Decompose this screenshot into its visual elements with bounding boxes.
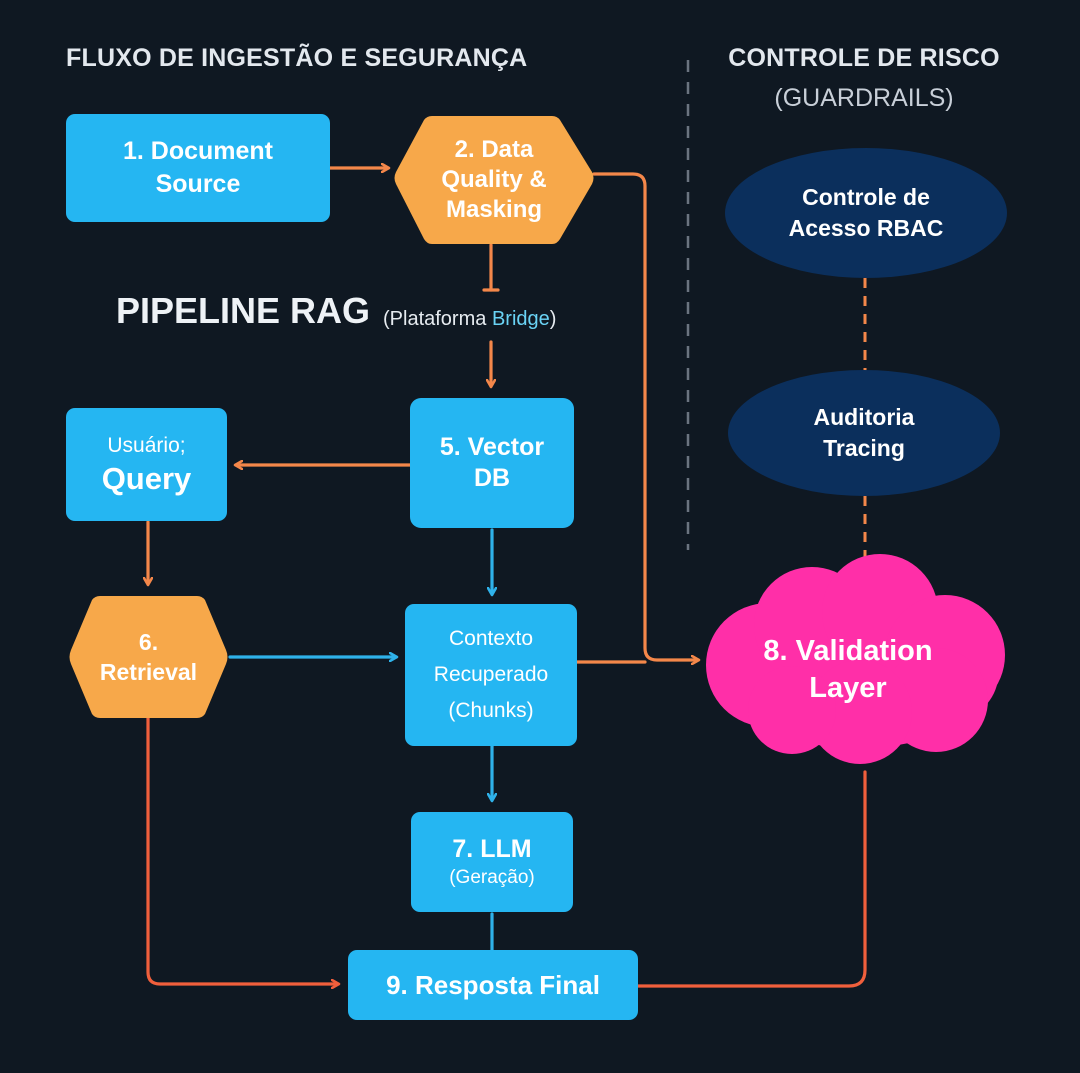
audit-node [728, 370, 1000, 496]
platform-suffix: ) [549, 308, 557, 330]
validation-label: 8. Validation Layer [718, 610, 978, 730]
data-quality-line1: 2. Data [454, 136, 534, 163]
user-query-line2: Query [101, 460, 192, 496]
final-answer-line1: 9. Resposta Final [386, 969, 600, 1000]
document-source-line1: 1. Document [122, 137, 274, 165]
context-line3: (Chunks) [448, 699, 534, 722]
rbac-line1: Controle de [802, 184, 930, 210]
validation-line2: Layer [809, 672, 887, 704]
vector-db-node [410, 398, 574, 528]
vector-db-line2: DB [473, 464, 511, 492]
data-quality-label: 2. Data Quality & Masking [393, 116, 595, 244]
document-source-label: 1. Document Source [66, 114, 330, 222]
validation-line1: 8. Validation [763, 635, 933, 667]
llm-line2: (Geração) [449, 867, 535, 888]
risk-section-subtitle: (GUARDRAILS) [774, 84, 954, 112]
llm-line1: 7. LLM [452, 835, 532, 863]
retrieval-line2: Retrieval [99, 659, 198, 685]
data-quality-line3: Masking [445, 196, 543, 223]
line-validation-to-answer [636, 770, 867, 988]
user-query-line1: Usuário; [107, 433, 186, 457]
final-answer-node [348, 950, 638, 1020]
document-source-node [66, 114, 330, 222]
llm-node [411, 812, 573, 912]
platform-prefix: (Plataforma [383, 308, 492, 330]
rbac-label: Controle de Acesso RBAC [725, 148, 1007, 278]
context-node [405, 604, 577, 746]
final-answer-label: 9. Resposta Final [348, 950, 638, 1020]
context-line2: Recuperado [433, 663, 549, 686]
context-line1: Contexto [448, 627, 534, 650]
audit-label: Auditoria Tracing [728, 370, 1000, 496]
audit-line2: Tracing [823, 435, 905, 461]
audit-line1: Auditoria [813, 404, 915, 430]
user-query-node [66, 408, 227, 521]
document-source-line2: Source [155, 170, 241, 198]
retrieval-label: 6. Retrieval [68, 596, 229, 718]
rbac-node [725, 148, 1007, 278]
pipeline-title: PIPELINE RAG [116, 290, 371, 331]
arrow-retrieval-to-answer [146, 716, 338, 984]
user-query-label: Usuário; Query [66, 408, 227, 521]
vector-db-line1: 5. Vector [439, 433, 545, 461]
risk-section-title: CONTROLE DE RISCO [728, 44, 1000, 72]
flow-section-title: FLUXO DE INGESTÃO E SEGURANÇA [66, 44, 528, 72]
rbac-line2: Acesso RBAC [788, 215, 944, 241]
data-quality-node [394, 116, 594, 244]
vector-db-label: 5. Vector DB [410, 398, 574, 528]
arrow-quality-to-validation [592, 172, 698, 660]
validation-node [706, 554, 1005, 764]
llm-label: 7. LLM (Geração) [411, 812, 573, 912]
data-quality-line2: Quality & [441, 166, 547, 193]
platform-subtitle: (Plataforma Bridge) [383, 308, 556, 331]
platform-name: Bridge [491, 308, 550, 330]
context-label: Contexto Recuperado (Chunks) [405, 604, 577, 746]
retrieval-node [69, 596, 228, 718]
retrieval-line1: 6. [138, 629, 159, 655]
